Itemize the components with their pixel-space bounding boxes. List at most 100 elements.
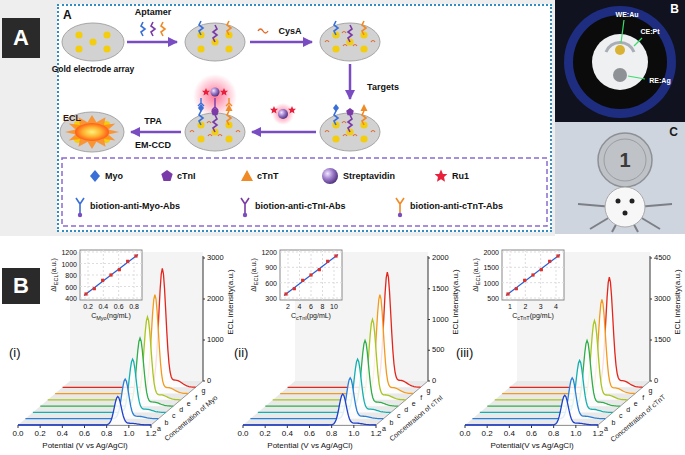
ecl-curve-fill [55, 295, 188, 394]
biotin-dot [398, 213, 402, 217]
series-letter: g [649, 387, 653, 394]
tick-label: 1.0 [348, 430, 359, 438]
axis-title-part: (pg/mL) [530, 312, 554, 319]
ecl-curve-fill [48, 317, 181, 400]
inset-frame [502, 250, 564, 300]
ecl-curve [25, 379, 158, 419]
grid-line [118, 250, 119, 300]
axis-title-part: ΔI [250, 285, 257, 292]
ecl-curve [480, 360, 613, 412]
ecl-curve [472, 378, 605, 419]
coin-mark: 1 [619, 150, 630, 170]
ecl-curve-fill [472, 378, 605, 419]
tick-label: 1500 [432, 285, 449, 293]
tick-label: 0.8 [326, 430, 337, 438]
axis-title-part: ECL [54, 275, 60, 286]
axis-title-part: (a.u.) [472, 258, 479, 274]
panel-letter: A [63, 9, 72, 21]
ecl-curve-fill [495, 321, 628, 400]
tick-label: 4 [554, 303, 558, 310]
data-point [506, 292, 509, 295]
data-point [109, 273, 112, 276]
calibration-inset [502, 250, 564, 300]
tick-mark [128, 425, 129, 428]
tick-label: 500 [432, 347, 445, 355]
legend-item: Streptavidin [343, 172, 395, 181]
panel-letter: A [13, 27, 29, 49]
axis-title: ECL intensity(a.u.) [227, 269, 235, 335]
grid-line [80, 298, 142, 299]
data-point [284, 292, 287, 295]
grid-line [502, 282, 564, 283]
tick-label: 1000 [61, 260, 77, 267]
tick-label: 4500 [654, 254, 671, 262]
tick-label: 1.2 [145, 430, 156, 438]
coin-rim [604, 139, 646, 181]
streptavidin-symbol [211, 88, 220, 97]
series-letter: d [179, 406, 183, 413]
tick-mark [650, 340, 652, 341]
stage-caption: Gold electrode array [51, 65, 135, 75]
sensor-device [605, 187, 645, 227]
tick-label: 1.2 [370, 430, 381, 438]
tick-label: 1000 [483, 279, 499, 286]
tick-label: 900 [265, 264, 277, 271]
tick-label: 0.2 [260, 430, 271, 438]
axis-title: Potential (V vs Ag/AgCl) [42, 442, 127, 450]
grid-line [540, 250, 541, 300]
step-label: CysA [278, 27, 301, 36]
calibration-inset [280, 250, 342, 300]
series-letter: g [202, 387, 206, 394]
axis-title-part: (a.u.) [250, 258, 257, 274]
legend-label: biotion-anti-cTnI-Abs [255, 202, 345, 211]
tick-label: 1500 [483, 264, 499, 271]
tick-label: 2000 [207, 295, 224, 303]
grid-line [502, 252, 564, 253]
tick-label: 6 [309, 303, 313, 310]
legend-label: Ru1 [452, 172, 469, 181]
data-point [101, 279, 104, 282]
reference-electrode [613, 68, 627, 82]
data-point [556, 254, 559, 257]
coin [598, 133, 652, 187]
cysa-molecules [325, 32, 375, 47]
tick-label: 0.0 [459, 430, 470, 438]
photo-panel: B [555, 0, 685, 122]
antibody-symbol [241, 198, 249, 213]
tick-label: 0.4 [504, 430, 515, 438]
tick-label: 0.2 [83, 303, 93, 310]
photo-ground [555, 122, 685, 234]
grid-line [502, 267, 564, 268]
leader-line [621, 20, 624, 43]
tick-mark [428, 350, 430, 351]
data-point [118, 268, 121, 271]
legend-label: biotion-anti-cTnT-Abs [410, 202, 503, 211]
tick-label: 1.0 [570, 430, 581, 438]
ecl-curve-fill [18, 397, 151, 425]
axis-title-part: ΔI [472, 285, 479, 292]
step-arrow [252, 131, 316, 134]
data-point [309, 273, 312, 276]
data-point [126, 260, 129, 263]
legend-item: Myo [105, 172, 123, 181]
axis-title-group: ΔIECL(a.u.) [472, 258, 480, 292]
axis-title-part: cTnI [296, 316, 307, 322]
ecl-curve-fill [265, 341, 398, 407]
step-arrow [250, 41, 312, 44]
data-point [523, 279, 526, 282]
legend-label: Myo [105, 172, 123, 181]
axis-title: Concentration of Myo [163, 394, 218, 442]
tick-mark [203, 299, 205, 300]
grid-line [322, 250, 323, 300]
ecl-curve-fill [258, 359, 391, 412]
waterfall-chart [18, 250, 205, 428]
tick-label: 2 [523, 303, 527, 310]
tick-label: 10 [330, 303, 338, 310]
ru-star [220, 88, 228, 96]
ecl-curve-fill [40, 338, 173, 406]
tick-label: 2 [286, 303, 290, 310]
axis-title-group: ΔIECL(a.u.) [250, 258, 258, 292]
axis-title-group: CcTnT(pg/mL) [512, 312, 554, 320]
ecl-curve-fill [487, 341, 620, 407]
